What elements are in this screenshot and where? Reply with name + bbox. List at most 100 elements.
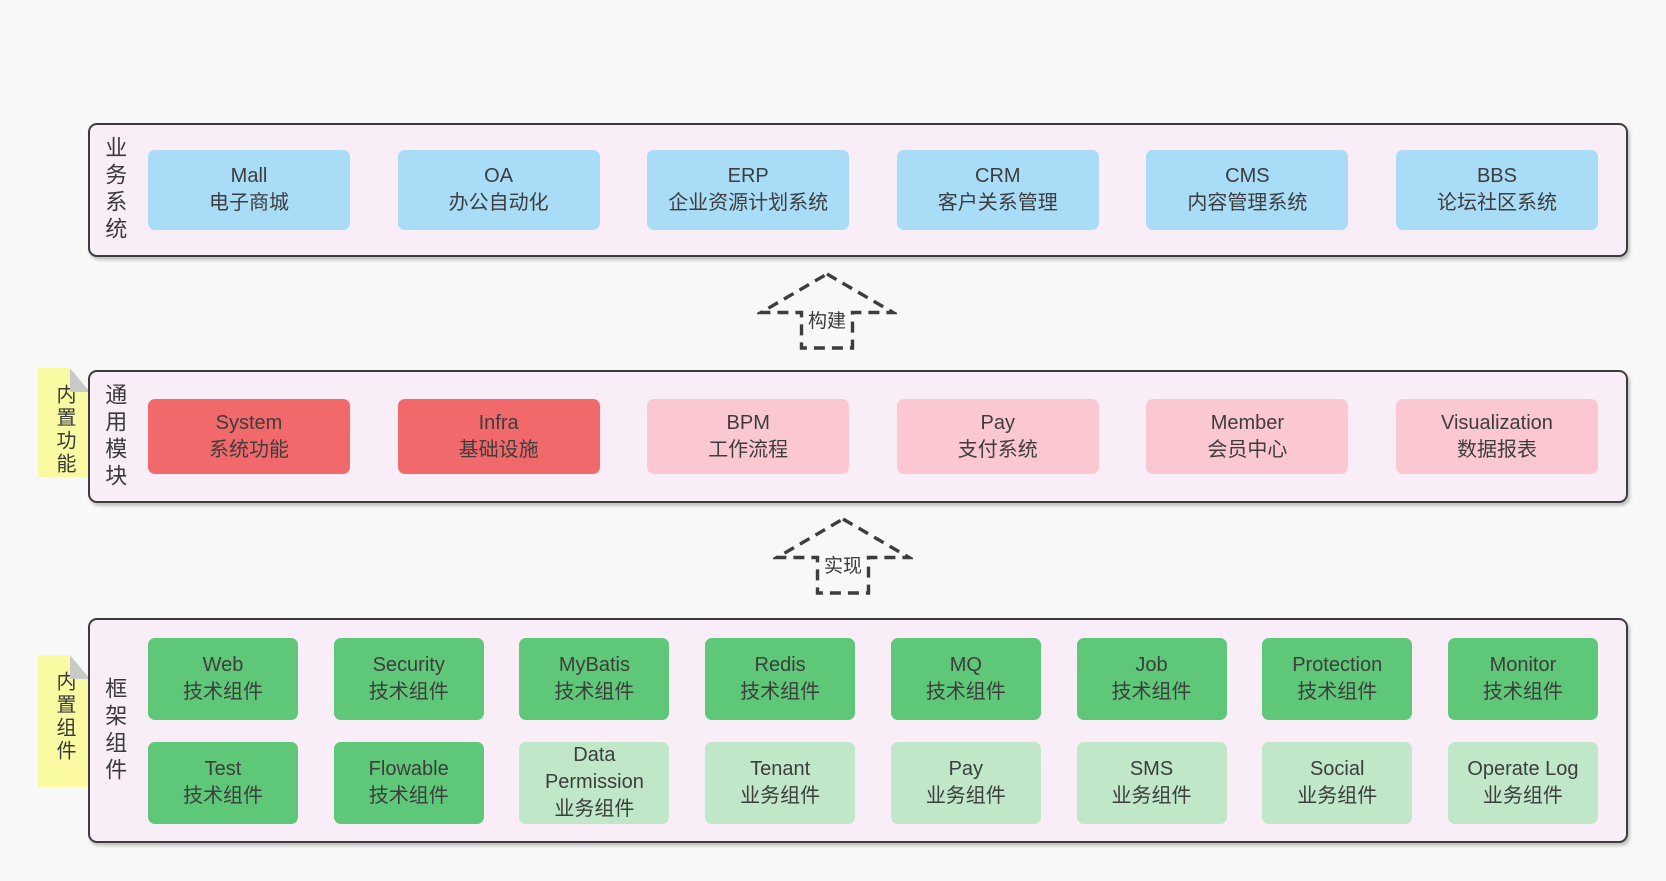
- box-title: Mall: [230, 165, 268, 187]
- box-title: System: [215, 411, 283, 434]
- box-subtitle: 技术组件: [1111, 680, 1192, 703]
- box-flowable: Flowable 技术组件: [333, 741, 484, 824]
- box-subtitle: 办公自动化: [448, 192, 549, 214]
- box-subtitle: 支付系统: [957, 438, 1038, 461]
- box-subtitle: 技术组件: [554, 680, 635, 703]
- note-fold-corner: [70, 655, 90, 679]
- box-title: Infra: [478, 411, 519, 434]
- box-pay-component: Pay 业务组件: [890, 741, 1041, 824]
- box-title: Web: [202, 653, 244, 676]
- sticky-note-built-in-components: 内置组件: [38, 655, 90, 787]
- box-subtitle: 内容管理系统: [1187, 192, 1308, 214]
- box-title: Visualization: [1441, 411, 1553, 434]
- box-subtitle: 技术组件: [368, 784, 449, 807]
- box-subtitle: 技术组件: [183, 784, 263, 807]
- box-subtitle: 技术组件: [1482, 680, 1563, 703]
- box-title: Social: [1309, 757, 1365, 780]
- box-subtitle: 客户关系管理: [937, 192, 1058, 214]
- note-features-label: 内置功能: [53, 384, 75, 476]
- box-subtitle: 基础设施: [458, 438, 539, 461]
- box-test: Test 技术组件: [148, 741, 298, 824]
- box-subtitle: 论坛社区系统: [1436, 192, 1557, 214]
- box-member: Member 会员中心: [1146, 399, 1349, 474]
- box-social: Social 业务组件: [1262, 741, 1413, 824]
- box-title: Protection: [1292, 653, 1383, 676]
- box-cms: CMS 内容管理系统: [1146, 150, 1349, 230]
- box-mybatis: MyBatis 技术组件: [519, 637, 670, 720]
- box-bbs: BBS 论坛社区系统: [1395, 150, 1598, 230]
- box-crm: CRM 客户关系管理: [896, 150, 1099, 230]
- box-bpm: BPM 工作流程: [647, 399, 850, 474]
- box-system: System 系统功能: [148, 399, 350, 474]
- note-fold-corner: [70, 368, 90, 392]
- arrow-implement: 实现: [773, 516, 913, 596]
- box-redis: Redis 技术组件: [705, 637, 856, 720]
- arrow-build: 构建: [757, 271, 897, 351]
- box-subtitle: 业务组件: [554, 798, 635, 820]
- arrow-implement-label: 实现: [820, 550, 866, 579]
- business-systems-label: 业务系统: [102, 136, 128, 244]
- box-tenant: Tenant 业务组件: [705, 741, 856, 824]
- common-modules-label: 通用模块: [102, 382, 128, 491]
- box-operate-log: Operate Log 业务组件: [1447, 741, 1598, 824]
- up-arrow-outline-icon: [773, 517, 913, 595]
- component-rows: Web 技术组件 Security 技术组件 MyBatis 技术组件 Redi…: [136, 637, 1626, 824]
- box-subtitle: 工作流程: [708, 438, 789, 461]
- box-title: MyBatis: [558, 653, 630, 676]
- module-boxes: System 系统功能 Infra 基础设施 BPM 工作流程 Pay 支付系统…: [136, 399, 1626, 474]
- box-protection: Protection 技术组件: [1262, 637, 1413, 720]
- box-monitor: Monitor 技术组件: [1447, 637, 1598, 720]
- box-subtitle: 系统功能: [209, 438, 289, 461]
- box-title: CMS: [1225, 165, 1270, 187]
- box-title: Tenant: [750, 757, 811, 780]
- box-infra: Infra 基础设施: [397, 399, 600, 474]
- box-web: Web 技术组件: [148, 637, 298, 720]
- box-visualization: Visualization 数据报表: [1395, 399, 1598, 474]
- layer-framework-components: 框架组件 Web 技术组件 Security 技术组件 MyBatis 技术组件…: [88, 618, 1628, 843]
- box-title: Member: [1210, 411, 1285, 434]
- box-mall: Mall 电子商城: [148, 150, 350, 230]
- box-subtitle: 技术组件: [183, 680, 263, 703]
- box-data-permission: Data Permission 业务组件: [519, 741, 670, 824]
- box-title: Pay: [980, 411, 1016, 434]
- box-job: Job 技术组件: [1076, 637, 1227, 720]
- box-title: Data Permission: [544, 744, 644, 793]
- box-title: Operate Log: [1467, 757, 1579, 780]
- box-subtitle: 业务组件: [1111, 784, 1192, 807]
- box-title: Redis: [754, 653, 806, 676]
- sticky-note-built-in-features: 内置功能: [38, 368, 90, 477]
- box-title: Monitor: [1489, 653, 1557, 676]
- box-subtitle: 数据报表: [1456, 438, 1537, 461]
- box-pay-module: Pay 支付系统: [896, 399, 1099, 474]
- box-title: Security: [372, 653, 445, 676]
- layer-common-modules: 通用模块 System 系统功能 Infra 基础设施 BPM 工作流程 Pay…: [88, 370, 1628, 503]
- box-title: CRM: [975, 165, 1021, 187]
- box-subtitle: 业务组件: [740, 784, 821, 807]
- note-components-label: 内置组件: [53, 671, 75, 763]
- box-subtitle: 技术组件: [925, 680, 1006, 703]
- box-title: BBS: [1476, 165, 1517, 187]
- box-title: Job: [1135, 653, 1168, 676]
- box-subtitle: 企业资源计划系统: [668, 192, 829, 214]
- box-title: OA: [484, 165, 514, 187]
- box-title: SMS: [1129, 757, 1174, 780]
- box-subtitle: 电子商城: [209, 192, 289, 214]
- box-sms: SMS 业务组件: [1076, 741, 1227, 824]
- box-subtitle: 技术组件: [740, 680, 821, 703]
- box-subtitle: 技术组件: [368, 680, 449, 703]
- box-subtitle: 技术组件: [1297, 680, 1378, 703]
- layer-business-systems: 业务系统 Mall 电子商城 OA 办公自动化 ERP 企业资源计划系统 CRM…: [88, 123, 1628, 257]
- box-title: ERP: [727, 165, 769, 187]
- component-row-1: Web 技术组件 Security 技术组件 MyBatis 技术组件 Redi…: [148, 637, 1598, 720]
- box-erp: ERP 企业资源计划系统: [647, 150, 850, 230]
- box-title: Test: [204, 757, 242, 780]
- box-subtitle: 会员中心: [1207, 438, 1288, 461]
- component-row-2: Test 技术组件 Flowable 技术组件 Data Permission …: [148, 741, 1598, 824]
- box-title: BPM: [726, 411, 770, 434]
- box-title: MQ: [949, 653, 982, 676]
- arrow-build-label: 构建: [804, 305, 850, 334]
- box-subtitle: 业务组件: [1482, 784, 1563, 807]
- box-subtitle: 业务组件: [1297, 784, 1378, 807]
- box-title: Pay: [948, 757, 984, 780]
- framework-components-label: 框架组件: [102, 676, 128, 785]
